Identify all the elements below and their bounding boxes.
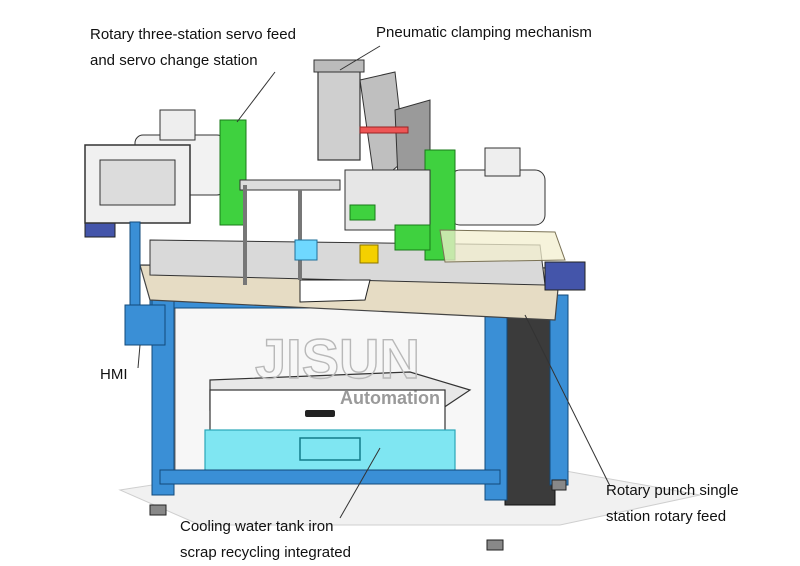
leader-clamp: [339, 45, 381, 71]
label-pneumatic-clamping: Pneumatic clamping mechanism: [376, 20, 592, 46]
label-cooling-tank: Cooling water tank iron scrap recycling …: [180, 514, 351, 566]
hmi-arm: [124, 304, 166, 346]
green-upright-left: [219, 119, 247, 226]
blue-motor: [544, 261, 586, 291]
punch-tray: [299, 279, 371, 303]
tank-handle: [305, 410, 335, 417]
red-rod: [359, 126, 409, 134]
label-hmi-text: HMI: [100, 366, 128, 383]
leader-hmi: [137, 344, 141, 369]
cabinet-right-panel: [504, 299, 556, 506]
label-punch-line-1: Rotary punch single: [606, 482, 739, 499]
left-motor-box: [159, 109, 196, 141]
clear-cover: [439, 229, 566, 263]
center-assembly: [344, 169, 431, 231]
label-rotary-feed-line-2: and servo change station: [90, 52, 258, 69]
label-tank-line-2: scrap recycling integrated: [180, 544, 351, 561]
label-punch-line-2: station rotary feed: [606, 508, 727, 525]
yellow-part: [359, 244, 379, 264]
hmi-pole: [129, 221, 141, 318]
label-hmi: HMI: [100, 362, 128, 388]
leader-tank: [339, 447, 381, 519]
watermark-sub-art: Automation: [340, 388, 440, 408]
right-servo-motor: [449, 169, 546, 226]
machine-feet: [149, 479, 567, 551]
station-frame: [239, 179, 341, 191]
label-tank-line-1: Cooling water tank iron: [180, 518, 334, 535]
tank-drawer: [299, 437, 361, 461]
label-rotary-punch: Rotary punch single station rotary feed: [606, 478, 739, 530]
green-block-2: [394, 224, 431, 251]
cylinder-cap: [313, 59, 365, 73]
label-rotary-feed-line-1: Rotary three-station servo feed: [90, 26, 296, 43]
green-block-1: [349, 204, 376, 221]
leader-punch: [524, 314, 611, 487]
hmi-screen: [99, 159, 176, 206]
leader-lines: [137, 45, 611, 519]
leader-rotary-feed: [236, 71, 276, 123]
cyan-part: [294, 239, 318, 261]
label-rotary-feed: Rotary three-station servo feed and serv…: [90, 22, 296, 74]
right-motor-box: [484, 147, 521, 177]
pneumatic-cylinder: [317, 64, 361, 161]
label-clamping-text: Pneumatic clamping mechanism: [376, 24, 592, 41]
watermark-brand-art: JISUN: [255, 327, 420, 390]
